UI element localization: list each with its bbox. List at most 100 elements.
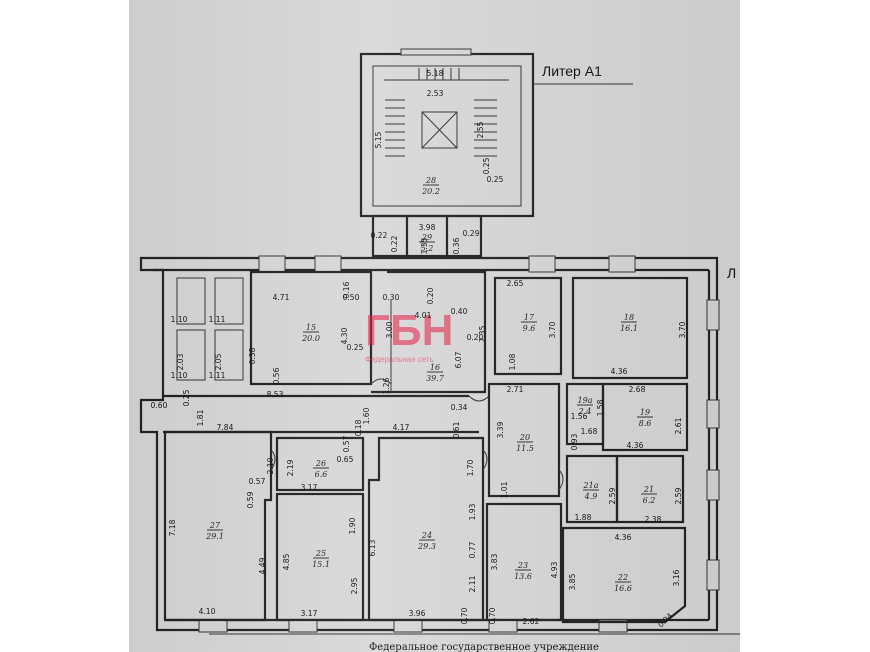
dimension-label: 0.29	[463, 229, 480, 238]
dimension-label: 0.40	[451, 307, 468, 316]
room-area-r15: 20.0	[301, 334, 320, 343]
dimension-label: 5.18	[427, 69, 444, 78]
dimension-label: 2.55	[476, 121, 485, 138]
dimension-label: 0.16	[342, 281, 351, 298]
dimension-label: 0.18	[354, 419, 363, 436]
floor-plan-sheet: Литер А1 Л ГБН Федеральная сеть Федераль…	[129, 0, 740, 652]
room-number-r20: 20	[519, 433, 530, 442]
room-number-r28: 28	[425, 176, 436, 185]
dimension-label: 5.15	[374, 131, 383, 148]
vestibule-outline	[371, 214, 483, 258]
dimension-label: 2.71	[507, 385, 524, 394]
dimension-label: 1.26	[382, 377, 391, 394]
lift-shaft-cross-b	[421, 111, 458, 149]
room-23-walls	[485, 502, 563, 622]
dimension-label: 2.95	[350, 577, 359, 594]
dimension-label: 1.11	[209, 315, 226, 324]
room-number-r21a: 21а	[583, 481, 599, 490]
dimension-label: 0.77	[468, 541, 477, 558]
dimension-label: 2.59	[608, 487, 617, 504]
room-area-r23: 13.6	[514, 572, 532, 581]
room-area-r22: 16.6	[614, 584, 632, 593]
watermark-logo: ГБН	[365, 306, 453, 355]
stair-block-outline	[359, 52, 535, 218]
dimension-label: 2.68	[629, 385, 646, 394]
dimension-label: 4.36	[615, 533, 632, 542]
dimension-label: 4.36	[611, 367, 628, 376]
stair-block-inner	[372, 65, 522, 207]
room-area-r19: 8.6	[639, 419, 652, 428]
wc-cells	[176, 277, 244, 381]
room-area-r25: 15.1	[312, 560, 330, 569]
room-labels: 2820.2295.21520.01639.7179.61816.119а2.4…	[205, 176, 657, 593]
dimension-label: 0.25	[487, 175, 504, 184]
room-area-r21a: 4.9	[584, 492, 598, 501]
room-number-r26: 26	[315, 459, 326, 468]
room-area-r16: 39.7	[426, 374, 445, 383]
dimension-label: 0.20	[467, 333, 484, 342]
dimension-label: 0.25	[182, 389, 191, 406]
dimension-label: 2.19	[286, 459, 295, 476]
dimension-label: 2.10	[266, 457, 275, 474]
dimension-label: 2.05	[214, 353, 223, 370]
dimension-label: 3.17	[301, 483, 318, 492]
room-number-r24: 24	[421, 531, 432, 540]
dimension-label: 1.81	[196, 409, 205, 426]
dimension-label: 2.61	[674, 417, 683, 434]
dimension-label: 0.36	[452, 237, 461, 254]
room-number-r27: 27	[209, 521, 221, 530]
dimension-label: 8.53	[267, 390, 284, 399]
dimension-label: 0.25	[482, 157, 491, 174]
dimension-label: 2.62	[523, 617, 540, 626]
north-windows	[258, 255, 636, 273]
dimension-label: 4.10	[199, 607, 216, 616]
room-15-walls	[249, 270, 373, 386]
room-22-walls	[561, 526, 687, 624]
dimension-label: 4.01	[415, 311, 432, 320]
edge-letter: Л	[727, 265, 736, 281]
dimension-label: 0.22	[390, 235, 399, 252]
dimension-label: 1.93	[468, 503, 477, 520]
dimension-label: 0.25	[347, 343, 364, 352]
room-area-r27: 29.1	[205, 532, 224, 541]
room-area-r17: 9.6	[523, 324, 536, 333]
dimension-label: 2.35	[478, 325, 487, 342]
stair-window	[400, 48, 472, 56]
dimension-label: 2.11	[468, 575, 477, 592]
room-area-r19a: 2.4	[578, 407, 592, 416]
dimension-label: 2.53	[427, 89, 444, 98]
room-number-r19a: 19а	[578, 396, 593, 405]
dimension-label: 1.90	[348, 517, 357, 534]
stair-steps-top	[418, 68, 460, 80]
dimension-label: 0.57	[342, 435, 351, 452]
dimension-label: 1.10	[171, 315, 188, 324]
stair-steps-left	[385, 99, 405, 157]
room-18-walls	[571, 276, 689, 380]
room-number-r17: 17	[524, 313, 535, 322]
dimension-label: 0.56	[272, 367, 281, 384]
dimension-label: 3.85	[568, 573, 577, 590]
dimension-label: 0.22	[371, 231, 388, 240]
room-17-walls	[493, 276, 563, 376]
dimension-label: 2.59	[674, 487, 683, 504]
room-area-r26: 6.6	[315, 470, 328, 479]
dimension-label: 0.20	[426, 287, 435, 304]
dimension-label: 1.01	[500, 481, 509, 498]
dimension-label: 1.56	[571, 412, 588, 421]
dimension-label: 3.17	[301, 609, 318, 618]
dimension-label: 4.36	[627, 441, 644, 450]
dimension-label: 3.83	[490, 553, 499, 570]
room-number-r15: 15	[306, 323, 316, 332]
room-24-walls	[367, 436, 485, 622]
dimension-label: 1.70	[466, 459, 475, 476]
dimension-label: 0.30	[383, 293, 400, 302]
room-21-walls	[615, 454, 685, 524]
dimension-label: 0.93	[570, 433, 579, 450]
dimension-label: 4.93	[550, 561, 559, 578]
dimension-label: 3.70	[678, 321, 687, 338]
dimension-label: 0.59	[246, 491, 255, 508]
door-swings	[270, 378, 564, 491]
dimension-label: 2.03	[176, 353, 185, 370]
room-number-r23: 23	[517, 561, 528, 570]
dimension-label: 0.57	[249, 477, 266, 486]
